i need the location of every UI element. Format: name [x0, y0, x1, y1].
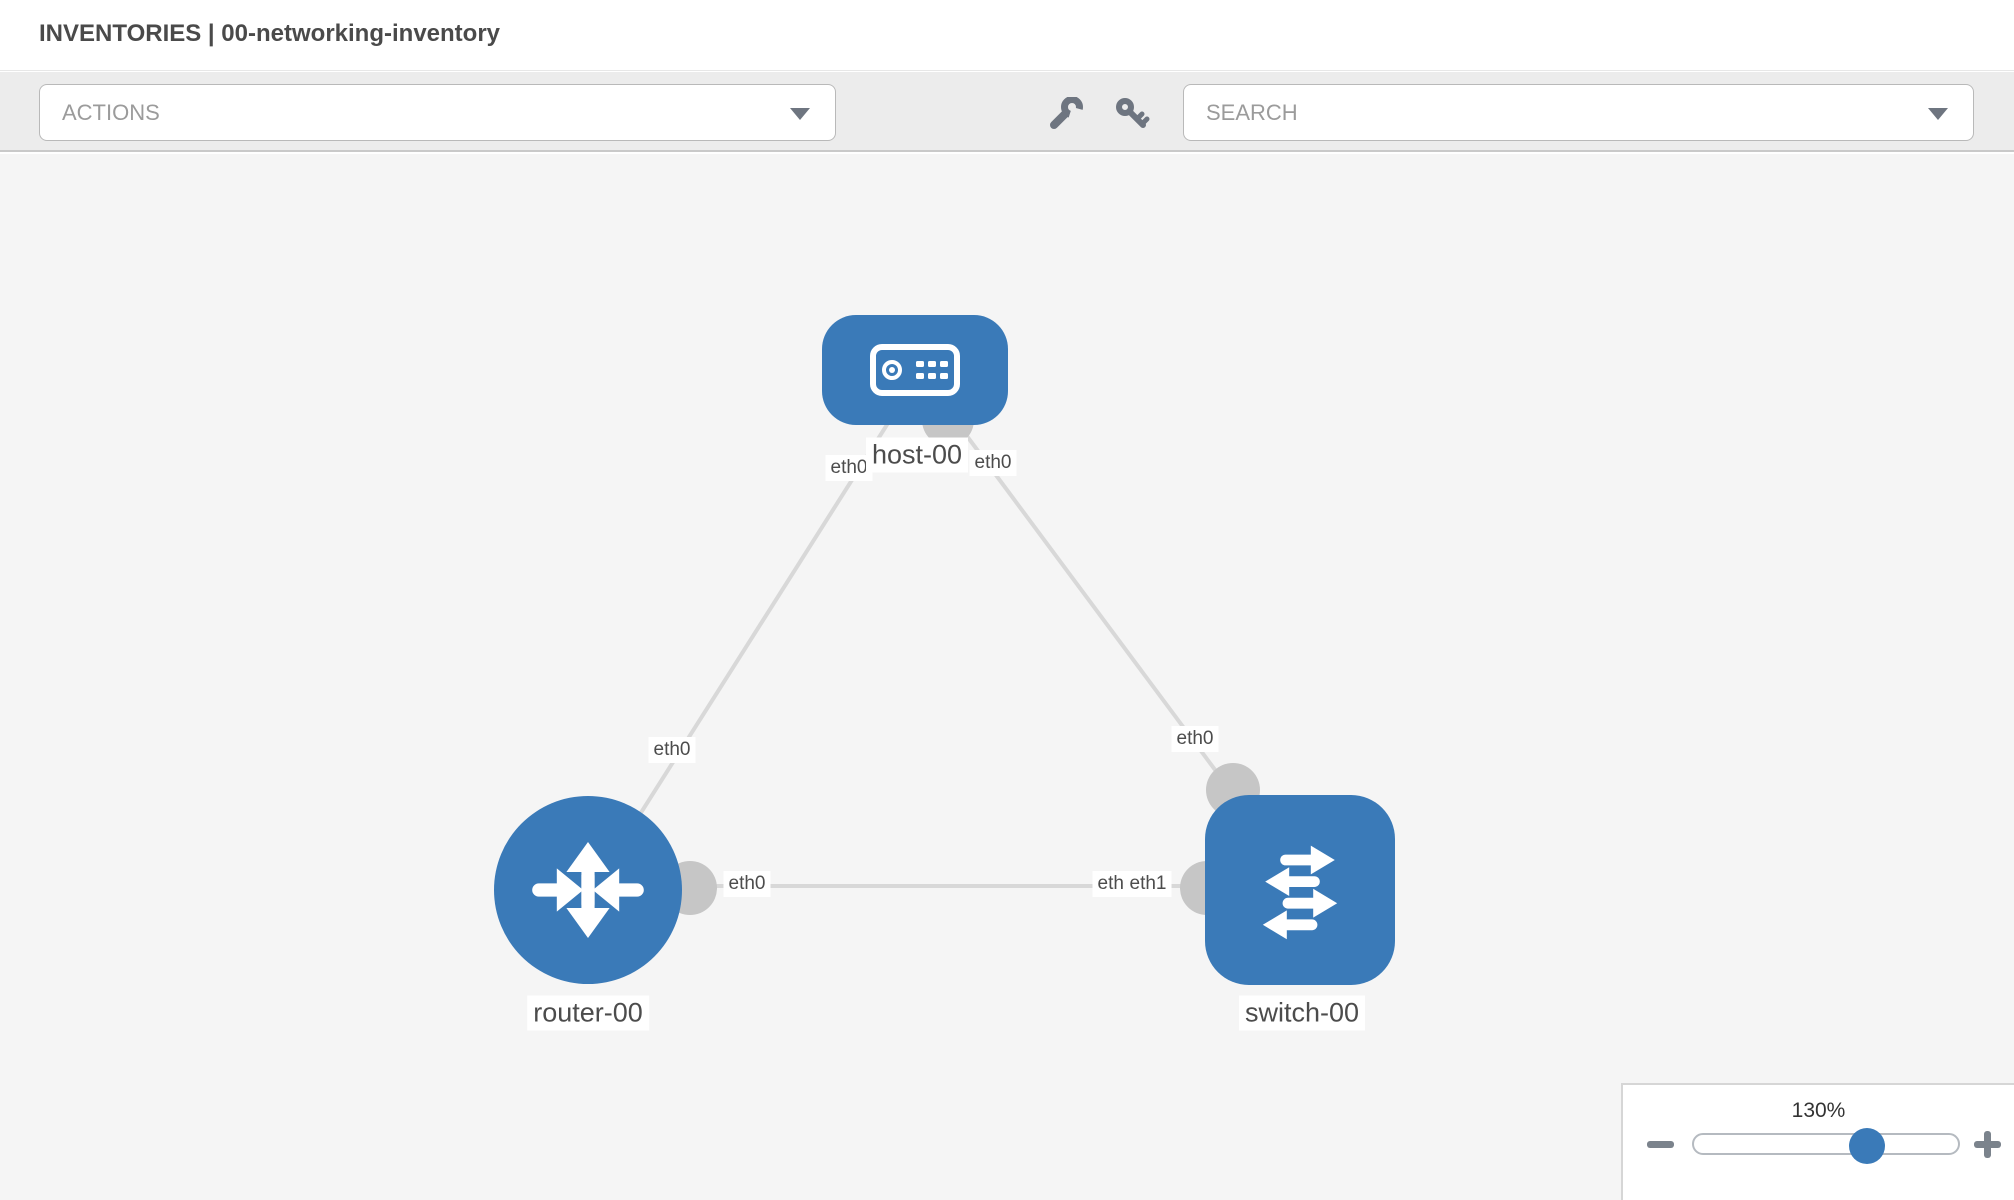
actions-dropdown[interactable] [39, 84, 836, 141]
interface-label: eth0 [1171, 726, 1219, 752]
zoom-widget: 130% [1621, 1083, 2014, 1200]
zoom-level: 130% [1791, 1099, 1846, 1122]
interface-label: eth1 [1124, 871, 1172, 897]
switch-icon [1262, 845, 1338, 940]
interface-label: eth0 [648, 737, 696, 763]
node-host-00[interactable] [822, 315, 1008, 425]
actions-input[interactable] [39, 84, 836, 141]
interface-label: eth0 [969, 450, 1017, 476]
interface-label: eth0 [723, 871, 771, 897]
close-button[interactable] [1948, 18, 1980, 50]
topology-canvas[interactable]: host-00 router-00 switch-00 eth0 eth0 et… [0, 154, 2014, 1200]
search-input[interactable] [1183, 84, 1974, 141]
page-title: INVENTORIES | 00-networking-inventory [39, 20, 501, 47]
host-icon [870, 344, 960, 396]
wrench-icon[interactable] [1048, 96, 1084, 131]
node-label-host: host-00 [865, 437, 969, 473]
node-router-00[interactable] [494, 796, 682, 984]
page-header: INVENTORIES | 00-networking-inventory [0, 0, 2014, 71]
interface-label: eth0 [825, 455, 873, 481]
node-label-router: router-00 [527, 995, 649, 1031]
search-box[interactable] [1183, 84, 1974, 141]
key-icon[interactable] [1115, 97, 1151, 131]
zoom-slider-track[interactable] [1692, 1128, 1960, 1164]
topology-edges [600, 394, 1260, 915]
node-label-switch: switch-00 [1238, 995, 1366, 1031]
router-icon [532, 842, 644, 938]
toolbar [0, 72, 2014, 152]
zoom-out-button[interactable] [1646, 1135, 1676, 1153]
zoom-in-button[interactable] [1973, 1131, 2003, 1158]
zoom-slider-thumb[interactable] [1849, 1128, 1885, 1164]
node-switch-00[interactable] [1205, 795, 1395, 985]
